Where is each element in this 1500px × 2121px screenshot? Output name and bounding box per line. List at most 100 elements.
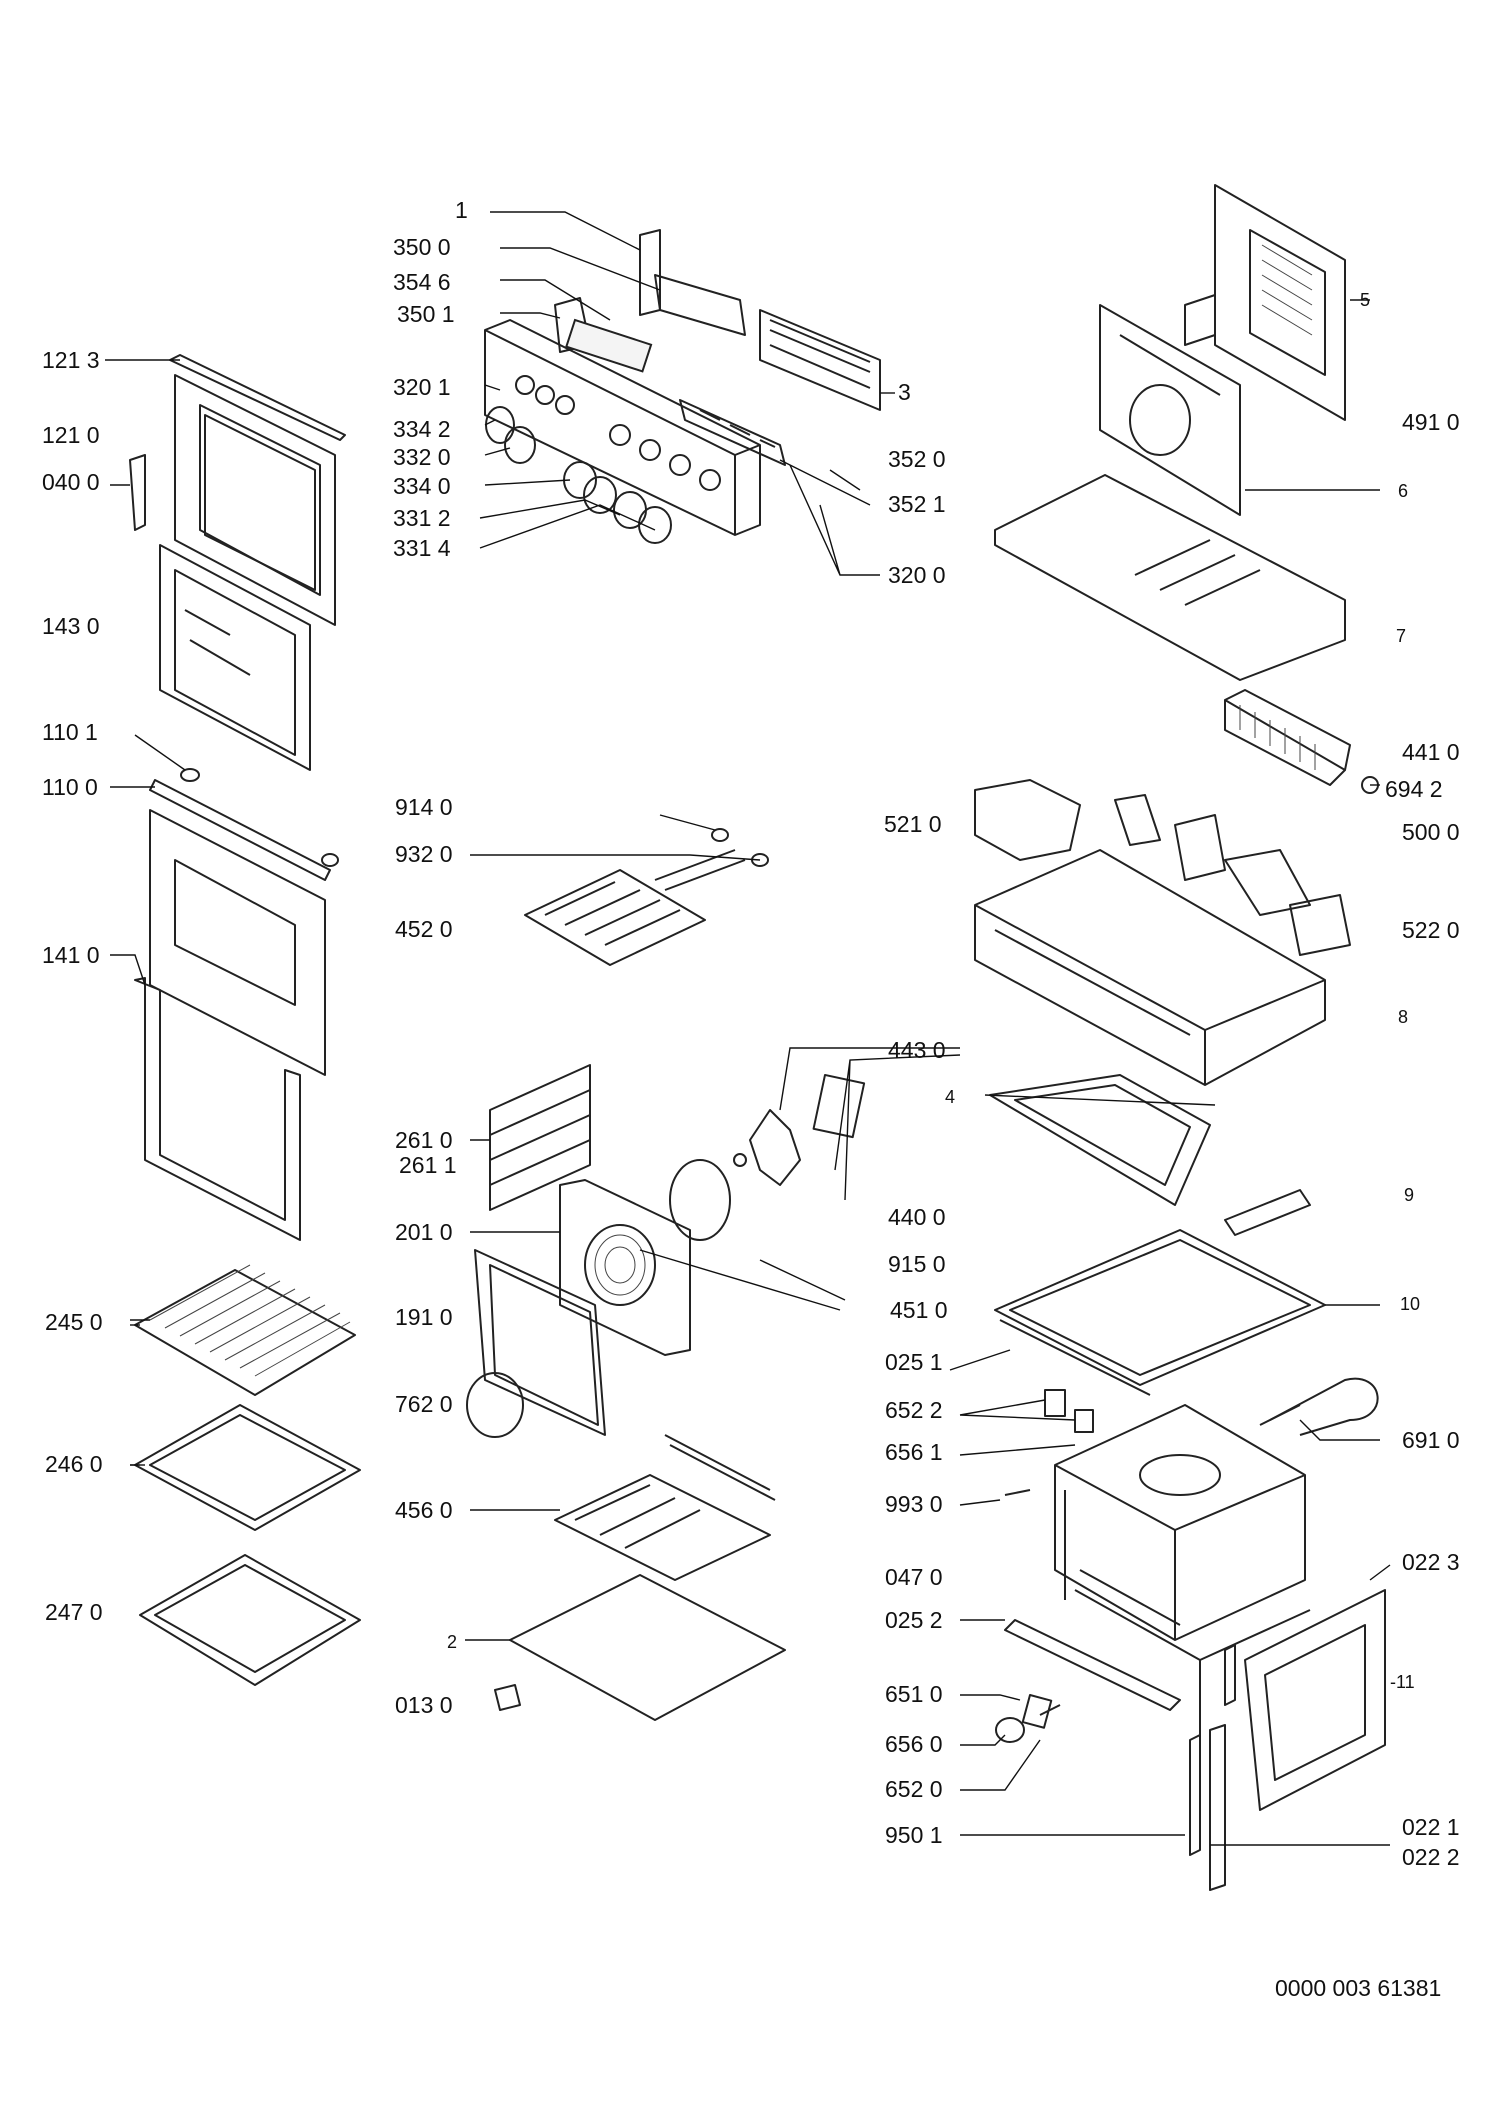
label-334-0: 334 0 <box>393 473 451 499</box>
label-025-2: 025 2 <box>885 1607 943 1633</box>
label-332-0: 332 0 <box>393 444 451 470</box>
cavity <box>1054 1404 1311 1740</box>
label-6: 6 <box>1398 481 1408 501</box>
label-331-2: 331 2 <box>393 505 451 531</box>
control-knobs <box>485 406 672 544</box>
top-panel <box>994 474 1346 681</box>
label-350-0: 350 0 <box>393 234 451 260</box>
baking-tray-flat <box>139 1554 361 1686</box>
label-022-2: 022 2 <box>1402 1844 1460 1870</box>
label-320-1: 320 1 <box>393 374 451 400</box>
label-247-0: 247 0 <box>45 1599 103 1625</box>
part-labels: 1 350 0 354 6 350 1 3 121 3 320 1 121 0 … <box>42 197 1460 2001</box>
wire-rack <box>134 1264 356 1396</box>
grill-element <box>524 828 769 966</box>
label-352-0: 352 0 <box>888 446 946 472</box>
label-025-1: 025 1 <box>885 1349 943 1375</box>
rear-wall <box>1099 304 1241 516</box>
label-201-0: 201 0 <box>395 1219 453 1245</box>
label-7: 7 <box>1396 626 1406 646</box>
label-950-1: 950 1 <box>885 1822 943 1848</box>
lamp-assembly <box>995 1694 1061 1743</box>
label-440-0: 440 0 <box>888 1204 946 1230</box>
label-191-0: 191 0 <box>395 1304 453 1330</box>
back-panel <box>1184 184 1346 421</box>
bracket-4 <box>989 1074 1211 1206</box>
label-5: 5 <box>1360 290 1370 310</box>
label-320-0: 320 0 <box>888 562 946 588</box>
label-451-0: 451 0 <box>890 1297 948 1323</box>
small-part-9 <box>1224 1189 1311 1236</box>
label-9: 9 <box>1404 1185 1414 1205</box>
label-1: 1 <box>455 197 468 223</box>
label-022-1: 022 1 <box>1402 1814 1460 1840</box>
label-914-0: 914 0 <box>395 794 453 820</box>
label-491-0: 491 0 <box>1402 409 1460 435</box>
label-141-0: 141 0 <box>42 942 100 968</box>
bottom-heating-element <box>554 1434 776 1581</box>
label-651-0: 651 0 <box>885 1681 943 1707</box>
label-143-0: 143 0 <box>42 613 100 639</box>
side-rack <box>489 1064 591 1211</box>
baking-tray-deep <box>134 1404 361 1531</box>
label-047-0: 047 0 <box>885 1564 943 1590</box>
upper-plate-10 <box>994 1229 1326 1396</box>
label-915-0: 915 0 <box>888 1251 946 1277</box>
label-350-1: 350 1 <box>397 301 455 327</box>
label-521-0: 521 0 <box>884 811 942 837</box>
label-245-0: 245 0 <box>45 1309 103 1335</box>
label-993-0: 993 0 <box>885 1491 943 1517</box>
label-443-0: 443 0 <box>888 1037 946 1063</box>
tangential-fan <box>1224 689 1379 794</box>
document-code: 0000 003 61381 <box>1275 1975 1441 2001</box>
label-456-0: 456 0 <box>395 1497 453 1523</box>
label-121-0: 121 0 <box>42 422 100 448</box>
label-452-0: 452 0 <box>395 916 453 942</box>
label-246-0: 246 0 <box>45 1451 103 1477</box>
label-3: 3 <box>898 379 911 405</box>
vertical-strips <box>1189 1644 1236 1891</box>
small-bracket <box>494 1684 521 1711</box>
leader-lines <box>105 211 1391 1846</box>
oven-lamp-parts <box>1004 1389 1094 1496</box>
side-door-11 <box>1244 1589 1386 1811</box>
electronics-components <box>974 779 1351 956</box>
label-8: 8 <box>1398 1007 1408 1027</box>
label-500-0: 500 0 <box>1402 819 1460 845</box>
label-11: -11 <box>1390 1672 1415 1692</box>
label-691-0: 691 0 <box>1402 1427 1460 1453</box>
label-652-2: 652 2 <box>885 1397 943 1423</box>
label-656-1: 656 1 <box>885 1439 943 1465</box>
label-110-1: 110 1 <box>42 719 98 745</box>
inner-glass-panel <box>466 1249 606 1438</box>
control-panel-assembly <box>484 229 881 544</box>
label-261-0: 261 0 <box>395 1127 453 1153</box>
label-762-0: 762 0 <box>395 1391 453 1417</box>
fan-assembly <box>669 1074 866 1241</box>
label-4: 4 <box>945 1087 955 1107</box>
label-2: 2 <box>447 1632 457 1652</box>
bottom-plate <box>509 1574 786 1721</box>
bottom-rail-025-2 <box>1004 1619 1181 1711</box>
label-522-0: 522 0 <box>1402 917 1460 943</box>
label-121-3: 121 3 <box>42 347 100 373</box>
thermostat-691 <box>1259 1377 1379 1436</box>
label-10: 10 <box>1400 1294 1420 1314</box>
label-656-0: 656 0 <box>885 1731 943 1757</box>
oven-door-assembly <box>129 354 346 1241</box>
label-354-6: 354 6 <box>393 269 451 295</box>
label-694-2: 694 2 <box>1385 776 1443 802</box>
label-022-3: 022 3 <box>1402 1549 1460 1575</box>
label-013-0: 013 0 <box>395 1692 453 1718</box>
electronics-tray <box>974 849 1326 1086</box>
label-110-0: 110 0 <box>42 774 98 800</box>
fan-back-panel <box>559 1179 691 1356</box>
label-441-0: 441 0 <box>1402 739 1460 765</box>
label-331-4: 331 4 <box>393 535 451 561</box>
label-040-0: 040 0 <box>42 469 100 495</box>
label-261-1: 261 1 <box>399 1152 457 1178</box>
label-932-0: 932 0 <box>395 841 453 867</box>
label-334-2: 334 2 <box>393 416 451 442</box>
label-352-1: 352 1 <box>888 491 946 517</box>
